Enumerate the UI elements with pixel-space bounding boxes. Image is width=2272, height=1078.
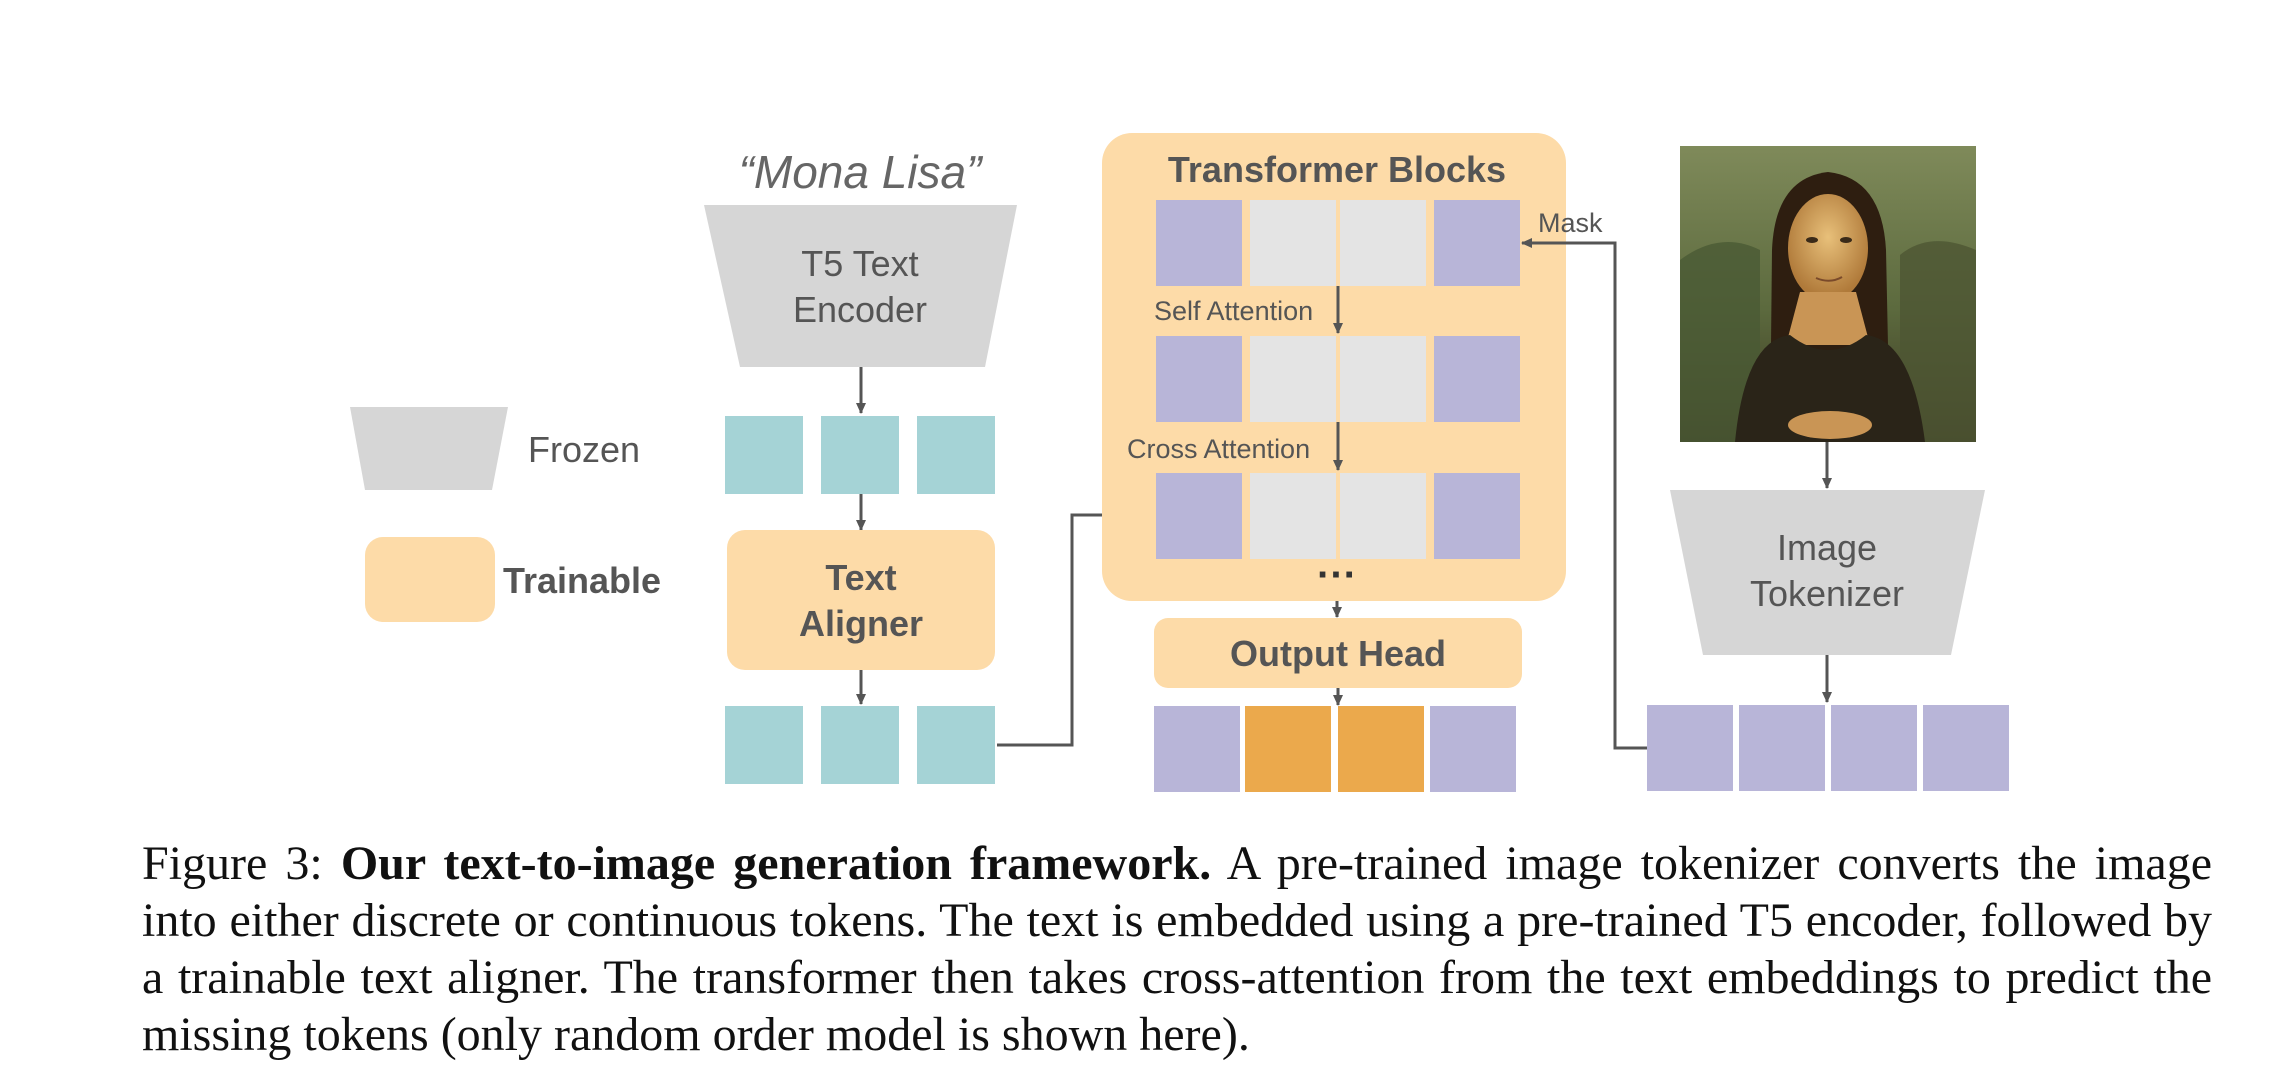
predicted-token bbox=[1245, 706, 1331, 792]
t5-encoder-label-line2: Encoder bbox=[793, 289, 927, 330]
mask-arrow bbox=[1521, 238, 1647, 750]
masked-token bbox=[1250, 336, 1336, 422]
image-token bbox=[1434, 336, 1520, 422]
output-head-label: Output Head bbox=[1230, 633, 1446, 674]
image-token bbox=[1156, 473, 1242, 559]
text-aligner-label-line1: Text bbox=[825, 557, 896, 598]
image-token bbox=[1831, 705, 1917, 791]
caption-body: A pre-trained image tokenizer converts t… bbox=[142, 837, 2213, 1061]
output-tokens bbox=[1154, 706, 1516, 792]
ellipsis: ··· bbox=[1317, 553, 1357, 597]
aligned-text-token bbox=[917, 706, 995, 784]
prompt-text: “Mona Lisa” bbox=[739, 146, 985, 198]
masked-token bbox=[1340, 336, 1426, 422]
text-aligner bbox=[727, 530, 995, 670]
input-image bbox=[1680, 146, 1976, 442]
transformer-title: Transformer Blocks bbox=[1168, 149, 1506, 190]
text-embedding-token bbox=[725, 416, 803, 494]
masked-token bbox=[1250, 473, 1336, 559]
image-tokenizer-label-line2: Tokenizer bbox=[1750, 573, 1904, 614]
t5-text-encoder bbox=[704, 205, 1017, 367]
masked-token bbox=[1340, 200, 1426, 286]
token-row-1 bbox=[1156, 200, 1520, 286]
aligned-text-tokens bbox=[725, 706, 995, 784]
text-embedding-token bbox=[917, 416, 995, 494]
token-row-3 bbox=[1156, 473, 1520, 559]
image-token bbox=[1647, 705, 1733, 791]
image-token bbox=[1156, 336, 1242, 422]
image-token bbox=[1154, 706, 1240, 792]
image-tokenizer-label-line1: Image bbox=[1777, 527, 1877, 568]
image-token bbox=[1430, 706, 1516, 792]
image-token bbox=[1739, 705, 1825, 791]
caption-title: Our text-to-image generation framework. bbox=[340, 837, 1212, 890]
legend-frozen-label: Frozen bbox=[528, 429, 640, 470]
t5-encoder-label-line1: T5 Text bbox=[801, 243, 918, 284]
cross-attention-label: Cross Attention bbox=[1127, 434, 1310, 464]
caption-prefix: Figure 3: bbox=[142, 837, 341, 890]
image-token bbox=[1156, 200, 1242, 286]
self-attention-label: Self Attention bbox=[1154, 296, 1313, 326]
image-tokens bbox=[1647, 705, 2009, 791]
aligned-text-token bbox=[821, 706, 899, 784]
legend-trainable-swatch bbox=[365, 537, 495, 622]
token-row-2 bbox=[1156, 336, 1520, 422]
masked-token bbox=[1340, 473, 1426, 559]
output-head bbox=[1154, 618, 1522, 688]
legend-trainable-label: Trainable bbox=[503, 560, 661, 601]
legend-frozen-swatch bbox=[350, 407, 508, 490]
framework-diagram: Frozen Trainable “Mona Lisa” T5 Text Enc… bbox=[350, 133, 2009, 792]
predicted-token bbox=[1338, 706, 1424, 792]
image-token bbox=[1434, 473, 1520, 559]
aligned-text-token bbox=[725, 706, 803, 784]
text-embedding-tokens bbox=[725, 416, 995, 494]
image-token bbox=[1923, 705, 2009, 791]
text-aligner-label-line2: Aligner bbox=[799, 603, 923, 644]
image-token bbox=[1434, 200, 1520, 286]
image-tokenizer bbox=[1670, 490, 1985, 655]
figure-caption: Figure 3: Our text-to-image generation f… bbox=[142, 835, 2212, 1063]
masked-token bbox=[1250, 200, 1336, 286]
text-embedding-token bbox=[821, 416, 899, 494]
mask-label: Mask bbox=[1538, 208, 1603, 238]
